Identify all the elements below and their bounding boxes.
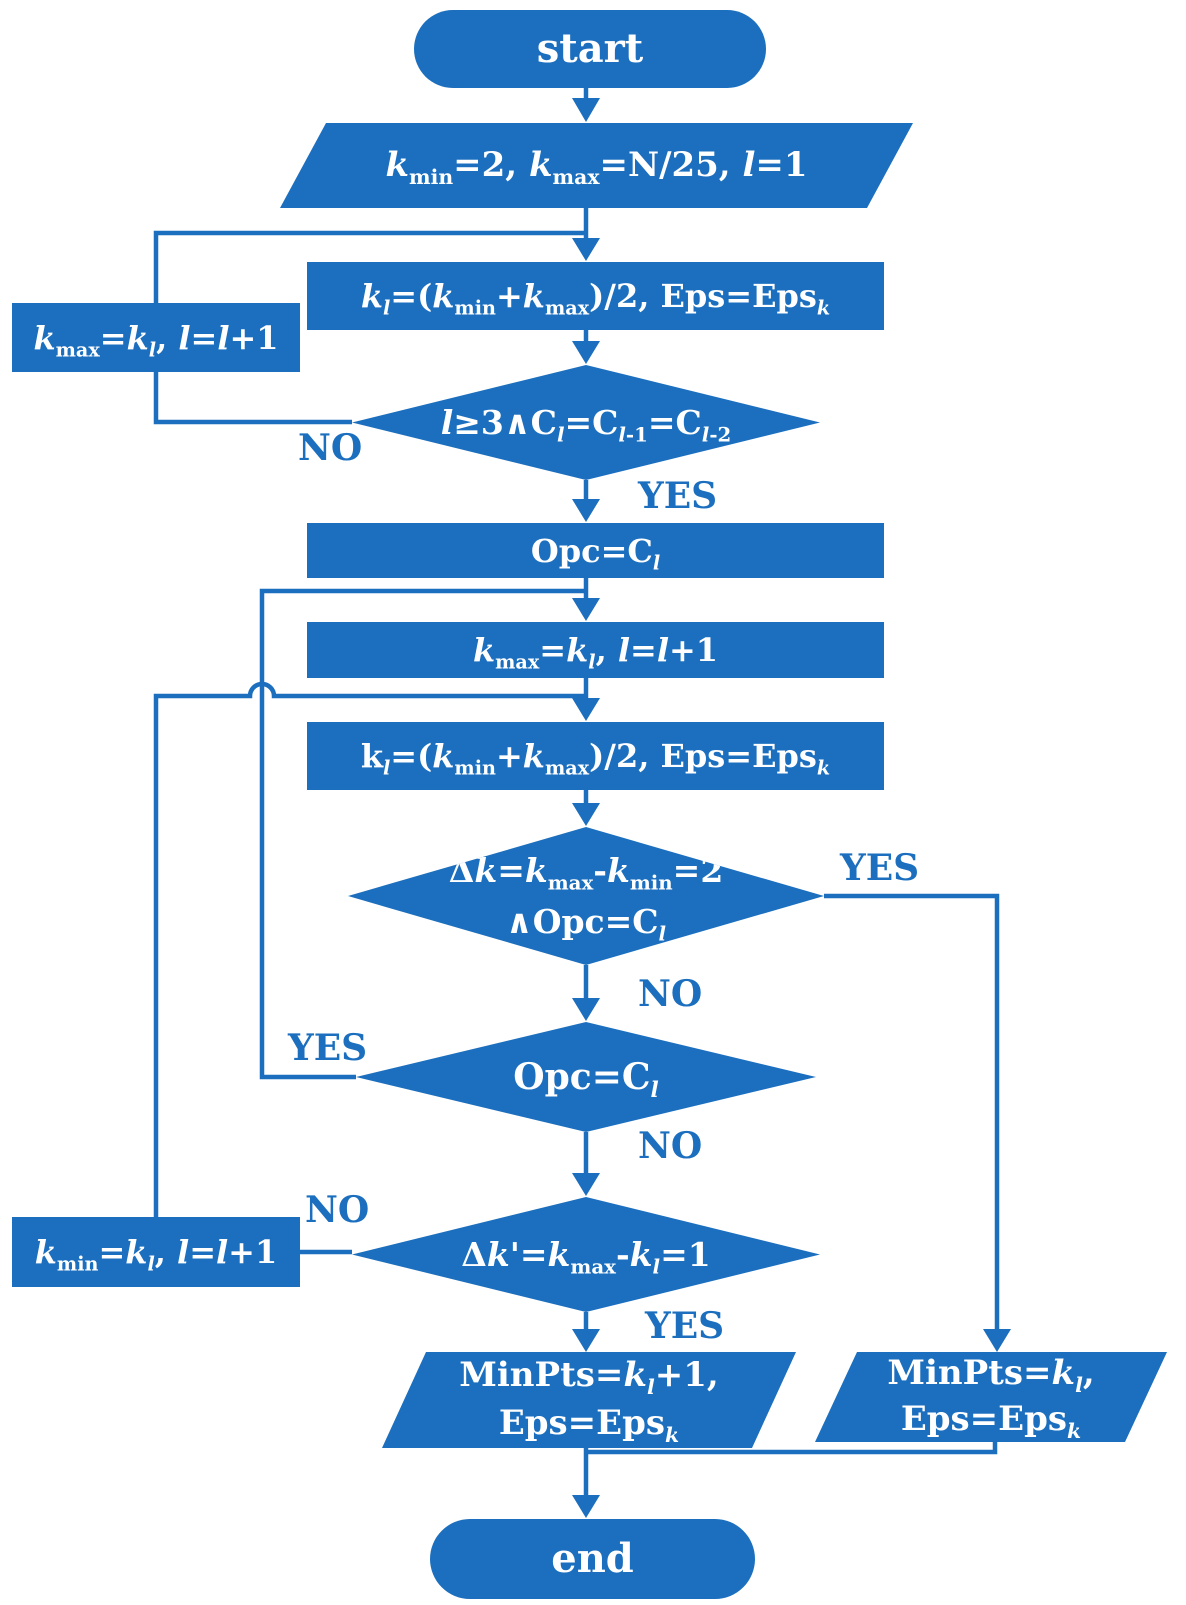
arrowhead-into-compute2	[572, 698, 600, 721]
loop-kmin-return	[153, 681, 586, 1217]
opc-check-label: Opc=Cl	[513, 1055, 659, 1103]
arrowhead-into-kmax2	[572, 598, 600, 621]
branch-label-yes-deltak1: YES	[645, 1305, 725, 1347]
node-kmax-update-2: kmax=kl, l=l+1	[307, 622, 884, 678]
node-start: start	[414, 10, 766, 88]
branch-label-yes-stability: YES	[638, 475, 718, 517]
branch-label-no-opccheck: NO	[638, 1125, 703, 1167]
arrowhead-into-compute1	[572, 238, 600, 261]
arrowhead-into-end	[572, 1495, 600, 1518]
line-deltak-yes	[824, 893, 1000, 1330]
kmin-update-label: kmin=kl, l=l+1	[34, 1233, 278, 1276]
loop-opccheck-yes	[259, 588, 586, 1080]
stability-check-label: l≥3∧Cl=Cl-1=Cl-2	[440, 402, 732, 447]
branch-label-no-stability: NO	[298, 427, 363, 469]
node-kmin-update: kmin=kl, l=l+1	[12, 1217, 300, 1287]
node-compute-eps-2: kl=(kmin+kmax)/2, Eps=Epsk	[307, 722, 884, 790]
arrowhead-into-result-left	[572, 1329, 600, 1352]
arrowhead-into-deltak1	[572, 1173, 600, 1196]
node-init: kmin=2, kmax=N/25, l=1	[280, 123, 913, 208]
init-label: kmin=2, kmax=N/25, l=1	[385, 145, 808, 190]
result-direct-line1: MinPts=kl,	[887, 1353, 1095, 1397]
opc-assign-label: Opc=Cl	[530, 531, 661, 574]
branch-label-yes-opccheck: YES	[288, 1027, 368, 1069]
node-result-plus-one: MinPts=kl+1, Eps=Epsk	[382, 1352, 796, 1448]
result-plus-one-line2: Eps=Epsk	[498, 1403, 680, 1447]
compute-eps-1-label: kl=(kmin+kmax)/2, Eps=Epsk	[360, 277, 831, 320]
kmax-update-2-label: kmax=kl, l=l+1	[472, 631, 719, 674]
arrowhead-into-stability	[572, 341, 600, 364]
arrowhead-into-opc	[572, 499, 600, 522]
result-direct-line2: Eps=Epsk	[900, 1399, 1082, 1443]
compute-eps-2-label: kl=(kmin+kmax)/2, Eps=Epsk	[360, 737, 831, 780]
node-result-direct: MinPts=kl, Eps=Epsk	[815, 1352, 1167, 1442]
node-compute-eps-1: kl=(kmin+kmax)/2, Eps=Epsk	[307, 262, 884, 330]
arrowhead-into-result-right	[983, 1329, 1011, 1352]
start-label: start	[536, 25, 644, 72]
arrowhead-into-opccheck	[572, 998, 600, 1021]
node-end: end	[430, 1519, 755, 1599]
branch-label-yes-deltak: YES	[840, 847, 920, 889]
node-opc-assign: Opc=Cl	[307, 523, 884, 578]
delta-k-check-line2: ∧Opc=Cl	[505, 902, 667, 946]
branch-label-no-deltak: NO	[638, 973, 703, 1015]
end-label: end	[551, 1535, 634, 1582]
arrowhead-into-init	[572, 98, 600, 122]
node-kmax-update-loop: kmax=kl, l=l+1	[12, 303, 300, 372]
delta-k1-check-label: Δk'=kmax-kl=1	[461, 1234, 711, 1279]
line-result-join	[586, 1442, 998, 1455]
arrowhead-into-deltak	[572, 803, 600, 826]
branch-label-no-deltak1: NO	[305, 1189, 370, 1231]
result-plus-one-line1: MinPts=kl+1,	[459, 1355, 719, 1400]
kmax-update-loop-label: kmax=kl, l=l+1	[33, 318, 279, 361]
